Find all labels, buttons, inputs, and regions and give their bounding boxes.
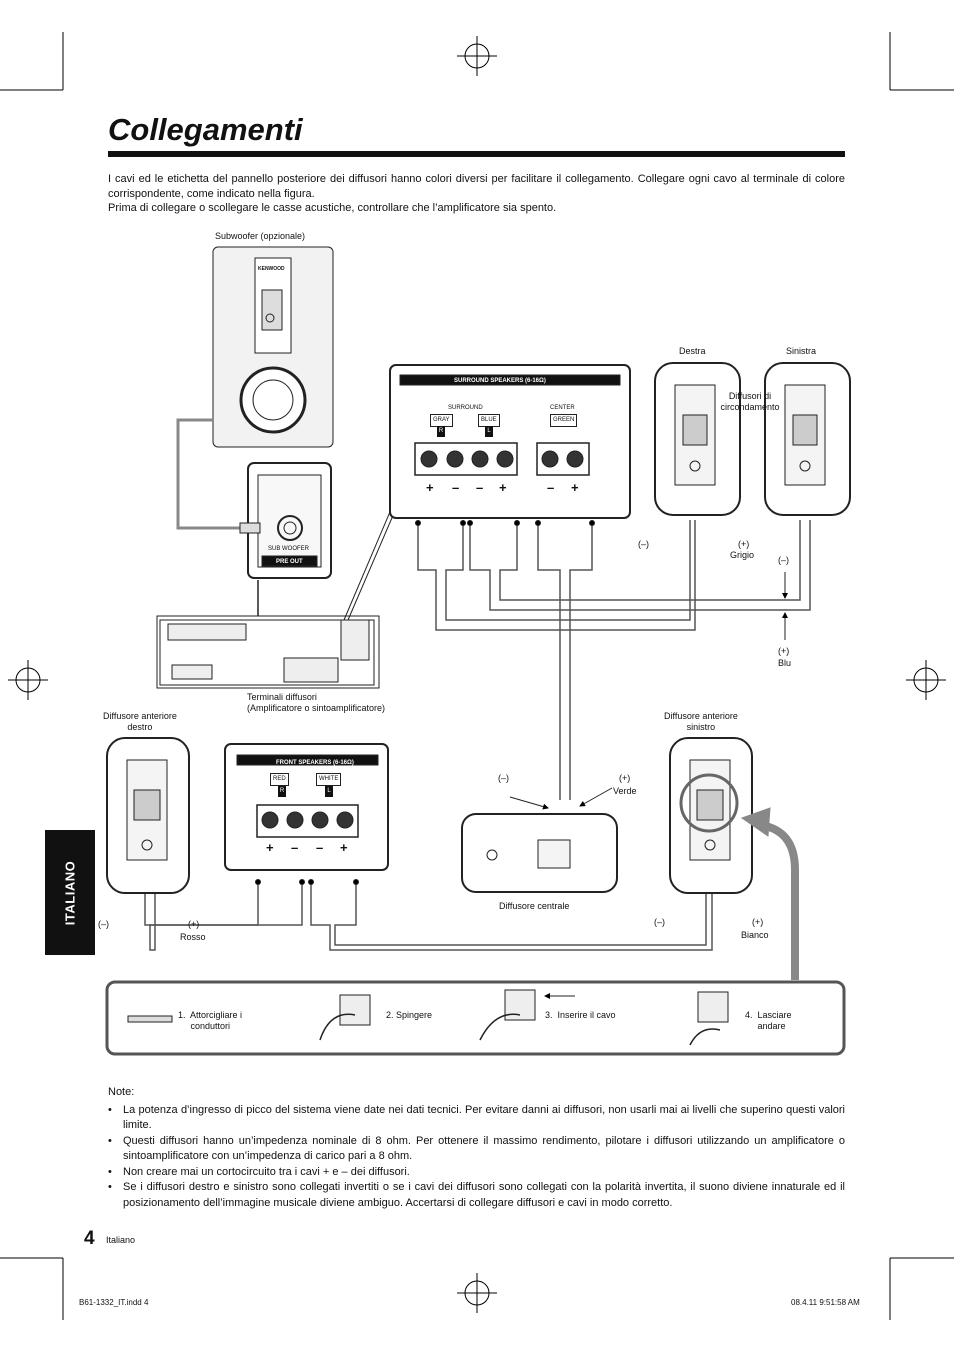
front-panel-title: FRONT SPEAKERS (6-16Ω) (276, 760, 354, 766)
surround-left-label: Sinistra (786, 346, 817, 356)
r-tag-surround: R (437, 426, 445, 437)
l-tag-front: L (325, 786, 333, 797)
surround-plus-1: + (426, 480, 434, 495)
verde-label: Verde (613, 786, 637, 796)
pre-out-label: PRE OUT (276, 559, 303, 565)
surround-panel-title: SURROUND SPEAKERS (6-16Ω) (454, 378, 546, 384)
bianco-plus: (+) (752, 917, 764, 927)
center-minus: – (547, 480, 555, 495)
notes-list: La potenza d’ingresso di picco del siste… (108, 1103, 845, 1212)
verde-plus: (+) (619, 773, 631, 783)
surround-speakers-label: Diffusori di circondamento (720, 391, 780, 412)
r-tag-front: R (278, 786, 286, 797)
blu-label: Blu (778, 658, 792, 668)
note-item: Se i diffusori destro e sinistro sono co… (108, 1180, 845, 1211)
front-right-label-line2: destro (127, 722, 153, 732)
terminals-label-line1: Terminali diffusori (247, 692, 317, 702)
grigio-minus: (–) (638, 539, 649, 549)
intro-text: I cavi ed le etichetta del pannello post… (108, 172, 845, 216)
surround-minus-2: – (476, 480, 484, 495)
front-right-label: Diffusore anteriore destro (103, 711, 177, 733)
terminals-label-line2: (Amplificatore o sintoamplificatore) (247, 703, 386, 713)
blu-plus: (+) (778, 646, 790, 656)
red-tag: RED (270, 773, 289, 786)
language-side-tab-label: ITALIANO (62, 860, 78, 925)
terminals-label: Terminali diffusori (Amplificatore o sin… (247, 692, 385, 714)
language-side-tab: ITALIANO (45, 830, 95, 955)
note-item: La potenza d’ingresso di picco del siste… (108, 1103, 845, 1134)
title-rule (108, 151, 845, 157)
l-tag-surround: L (485, 426, 493, 437)
intro-paragraph-2: Prima di collegare o scollegare le casse… (108, 202, 557, 214)
front-plus-2: + (340, 840, 348, 855)
rosso-label: Rosso (180, 932, 206, 942)
center-plus: + (571, 480, 579, 495)
notes-heading: Note: (108, 1086, 135, 1098)
green-tag: GREEN (550, 414, 578, 427)
grigio-label: Grigio (730, 550, 755, 560)
surround-plus-2: + (499, 480, 507, 495)
front-left-label: Diffusore anteriore sinistro (664, 711, 738, 733)
surround-group-label: SURROUND (448, 405, 483, 411)
step-2-label: 2. Spingere (386, 1010, 433, 1020)
bianco-minus: (–) (654, 917, 665, 927)
surround-terminal-panel (389, 364, 631, 519)
front-minus-2: – (316, 840, 324, 855)
connection-diagram (105, 246, 851, 1056)
steps-box (105, 980, 846, 1056)
sub-woofer-jack-label: SUB WOOFER (268, 546, 310, 552)
footer-file: B61-1332_IT.indd 4 (79, 1298, 149, 1307)
page-title: Collegamenti (108, 112, 303, 147)
blu-minus: (–) (778, 555, 789, 565)
footer-timestamp: 08.4.11 9:51:58 AM (791, 1298, 860, 1307)
step-1-label: 1. Attorcigliare i conduttori (178, 1010, 243, 1031)
center-group-label: CENTER (550, 405, 575, 411)
note-item: Non creare mai un cortocircuito tra i ca… (108, 1165, 845, 1181)
page-language: Italiano (106, 1235, 136, 1245)
step-3-label: 3. Inserire il cavo (545, 1010, 616, 1020)
front-left-label-line1: Diffusore anteriore (664, 711, 738, 721)
notes-section: Note: La potenza d’ingresso di picco del… (108, 1085, 845, 1211)
step-4-label: 4. Lasciare andare (745, 1010, 792, 1031)
intro-paragraph-1: I cavi ed le etichetta del pannello post… (108, 173, 845, 200)
page-number: 4 (84, 1228, 95, 1249)
front-plus-1: + (266, 840, 274, 855)
front-right-label-line1: Diffusore anteriore (103, 711, 177, 721)
surround-right-label: Destra (679, 346, 706, 356)
surround-minus-1: – (452, 480, 460, 495)
center-speaker-label: Diffusore centrale (499, 901, 570, 911)
rosso-plus: (+) (188, 919, 200, 929)
grigio-plus: (+) (738, 539, 750, 549)
front-left-label-line2: sinistro (686, 722, 716, 732)
rosso-minus: (–) (98, 919, 109, 929)
bianco-label: Bianco (741, 930, 769, 940)
white-tag: WHITE (316, 773, 342, 786)
front-minus-1: – (291, 840, 299, 855)
highlight-circle (679, 773, 739, 833)
subwoofer-brand-logo: KENWOOD (258, 266, 285, 272)
note-item: Questi diffusori hanno un’impedenza nomi… (108, 1134, 845, 1165)
subwoofer-label: Subwoofer (opzionale) (215, 231, 306, 241)
verde-minus: (–) (498, 773, 509, 783)
